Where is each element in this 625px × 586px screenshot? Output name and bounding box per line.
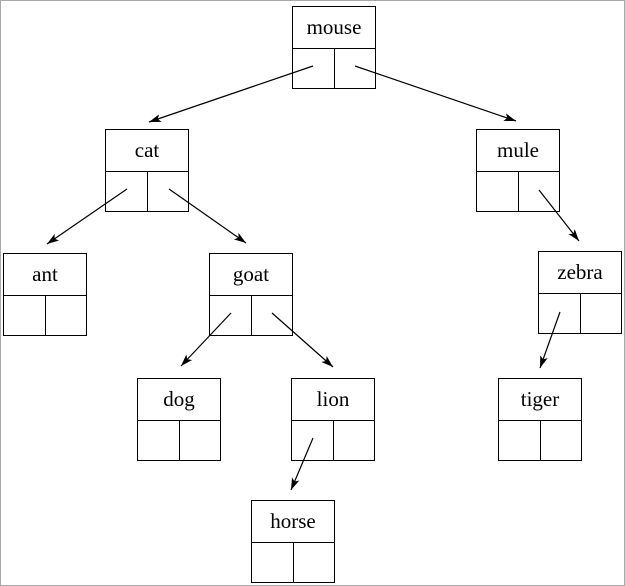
node-right-pointer-cell [148, 172, 189, 211]
node-left-pointer-cell [477, 172, 519, 211]
node-left-pointer-cell [210, 296, 252, 335]
node-pointer-cells [292, 421, 374, 460]
node-pointer-cells [210, 296, 292, 335]
node-left-pointer-cell [293, 49, 335, 88]
node-label: cat [106, 130, 188, 172]
node-label: ant [4, 254, 86, 296]
node-pointer-cells [477, 172, 559, 211]
tree-node-cat: cat [105, 129, 189, 212]
edge-mouse-right-mule [354, 65, 517, 122]
node-pointer-cells [499, 421, 581, 460]
node-label: mule [477, 130, 559, 172]
node-label: lion [292, 379, 374, 421]
tree-node-ant: ant [3, 253, 87, 336]
node-pointer-cells [252, 543, 334, 582]
tree-node-goat: goat [209, 253, 293, 336]
node-label: zebra [539, 252, 621, 294]
node-left-pointer-cell [138, 421, 180, 460]
node-left-pointer-cell [252, 543, 294, 582]
tree-node-mouse: mouse [292, 6, 376, 89]
tree-node-mule: mule [476, 129, 560, 212]
node-pointer-cells [138, 421, 220, 460]
tree-node-horse: horse [251, 500, 335, 583]
node-label: mouse [293, 7, 375, 49]
tree-node-dog: dog [137, 378, 221, 461]
node-right-pointer-cell [46, 296, 87, 335]
node-left-pointer-cell [499, 421, 541, 460]
node-pointer-cells [106, 172, 188, 211]
node-right-pointer-cell [180, 421, 221, 460]
node-right-pointer-cell [294, 543, 335, 582]
node-right-pointer-cell [581, 294, 622, 333]
node-right-pointer-cell [541, 421, 582, 460]
node-left-pointer-cell [106, 172, 148, 211]
node-right-pointer-cell [334, 421, 375, 460]
node-right-pointer-cell [519, 172, 560, 211]
node-right-pointer-cell [252, 296, 293, 335]
node-pointer-cells [293, 49, 375, 88]
node-label: dog [138, 379, 220, 421]
node-label: goat [210, 254, 292, 296]
edge-mouse-left-cat [148, 65, 314, 123]
node-pointer-cells [539, 294, 621, 333]
node-left-pointer-cell [4, 296, 46, 335]
node-left-pointer-cell [539, 294, 581, 333]
node-pointer-cells [4, 296, 86, 335]
node-label: horse [252, 501, 334, 543]
tree-node-lion: lion [291, 378, 375, 461]
node-label: tiger [499, 379, 581, 421]
tree-node-zebra: zebra [538, 251, 622, 334]
tree-node-tiger: tiger [498, 378, 582, 461]
node-right-pointer-cell [335, 49, 376, 88]
node-left-pointer-cell [292, 421, 334, 460]
